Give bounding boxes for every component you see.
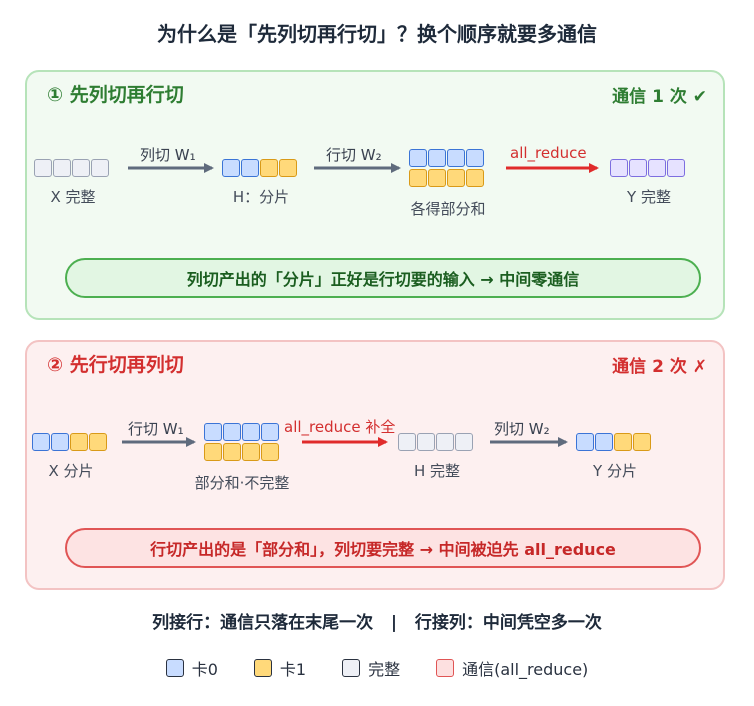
panel-b-note: 行切产出的是「部分和」，列切要完整 → 中间被迫先 all_reduce <box>65 528 701 568</box>
legend-card1: 卡1 <box>253 656 307 680</box>
panel-b-title: ② 先行切再列切 <box>47 354 184 376</box>
h-sharded-tensor <box>222 159 298 177</box>
diagram-title: 为什么是「先列切再行切」？换个顺序就要多通信 <box>157 22 597 46</box>
partial-sum-card0 <box>409 149 485 167</box>
partial-sum-card1 <box>409 169 485 187</box>
x-sharded-label: X 分片 <box>48 462 94 480</box>
legend-card0-label: 卡0 <box>191 660 218 679</box>
arrow-all-reduce-label: all_reduce <box>510 144 587 162</box>
partial-sum-incomplete-label: 部分和·不完整 <box>194 474 290 492</box>
panel-b-comm-count: 通信 2 次 ✗ <box>612 357 707 377</box>
summary-line: 列接行：通信只落在末尾一次 | 行接列：中间凭空多一次 <box>152 613 602 633</box>
partial-sum-b-card0 <box>204 423 280 441</box>
arrow-row-split-w1-label: 行切 W₁ <box>128 420 184 438</box>
arrow-col-split-w1-label: 列切 W₁ <box>140 146 196 164</box>
x-full-label: X 完整 <box>50 188 96 206</box>
panel-a-note: 列切产出的「分片」正好是行切要的输入 → 中间零通信 <box>65 258 701 298</box>
y-sharded-label: Y 分片 <box>593 462 637 480</box>
legend-card0: 卡0 <box>165 656 218 680</box>
y-full-label: Y 完整 <box>627 188 671 206</box>
y-sharded-tensor <box>576 433 652 451</box>
partial-sum-label: 各得部分和 <box>410 200 486 218</box>
legend-comm-swatch <box>436 659 455 677</box>
legend-comm: 通信(all_reduce) <box>436 656 588 680</box>
legend-comm-label: 通信(all_reduce) <box>462 660 589 679</box>
arrow-row-split-w2-label: 行切 W₂ <box>326 146 382 164</box>
partial-sum-b-card1 <box>204 443 280 461</box>
legend-card1-swatch <box>253 659 272 677</box>
panel-a-title: ① 先列切再行切 <box>47 84 184 106</box>
arrow-col-split-w2-label: 列切 W₂ <box>494 420 550 438</box>
h-full-label: H 完整 <box>413 462 461 480</box>
y-full-tensor <box>610 159 686 177</box>
h-sharded-label: H：分片 <box>232 188 290 206</box>
h-full-tensor <box>398 433 474 451</box>
legend-full: 完整 <box>342 656 400 680</box>
legend-card1-label: 卡1 <box>279 660 307 679</box>
legend-full-swatch <box>342 659 361 677</box>
panel-a-comm-count: 通信 1 次 ✔ <box>612 87 707 107</box>
arrow-all-reduce-fill-label: all_reduce 补全 <box>284 418 396 436</box>
legend: 卡0 卡1 完整 通信(all_reduce) <box>0 656 754 680</box>
legend-full-label: 完整 <box>368 660 401 679</box>
x-full-tensor <box>34 159 110 177</box>
legend-card0-swatch <box>165 659 184 677</box>
x-sharded-tensor <box>32 433 108 451</box>
